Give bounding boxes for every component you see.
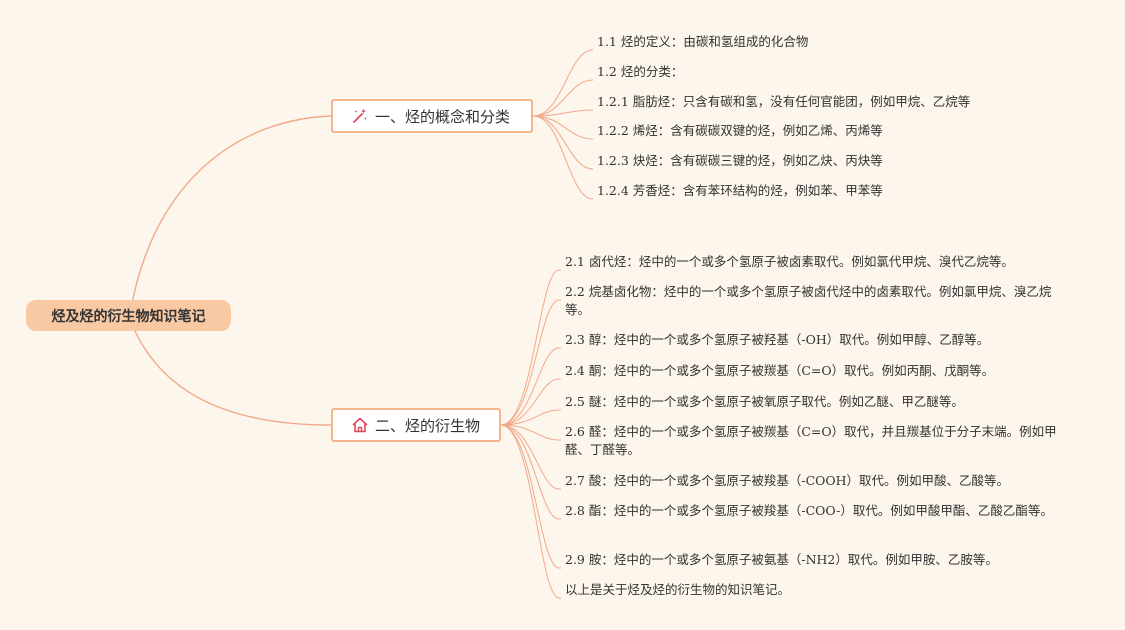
connector-line <box>500 424 560 599</box>
leaf-node[interactable]: 2.2 烷基卤化物：烃中的一个或多个氢原子被卤代烃中的卤素取代。例如氯甲烷、溴乙… <box>565 284 1052 317</box>
branch-hydrocarbon-concepts[interactable]: 一、烃的概念和分类 <box>331 99 533 133</box>
leaf-node[interactable]: 2.5 醚：烃中的一个或多个氢原子被氧原子取代。例如乙醚、甲乙醚等。 <box>565 394 964 409</box>
leaf-node[interactable]: 1.2.4 芳香烃：含有苯环结构的烃，例如苯、甲苯等 <box>597 183 883 198</box>
magic-wand-icon <box>351 107 369 125</box>
branch-hydrocarbon-derivatives[interactable]: 二、烃的衍生物 <box>331 408 501 442</box>
connector-line <box>532 49 594 117</box>
connector-line <box>532 79 594 117</box>
leaf-node[interactable]: 1.2 烃的分类： <box>597 64 684 79</box>
connector-line <box>129 115 332 316</box>
connector-line <box>500 424 560 490</box>
leaf-node[interactable]: 2.3 醇：烃中的一个或多个氢原子被羟基（-OH）取代。例如甲醇、乙醇等。 <box>565 332 990 347</box>
leaf-node[interactable]: 1.2.2 烯烃：含有碳碳双键的烃，例如乙烯、丙烯等 <box>597 123 883 138</box>
connector-line <box>129 319 332 426</box>
connector-line <box>500 409 560 426</box>
connector-line <box>500 378 560 426</box>
leaf-node[interactable]: 以上是关于烃及烃的衍生物的知识笔记。 <box>565 582 791 597</box>
connector-line <box>500 269 560 426</box>
leaf-node[interactable]: 1.2.3 炔烃：含有碳碳三键的烃，例如乙炔、丙炔等 <box>597 153 883 168</box>
leaf-node[interactable]: 1.2.1 脂肪烃：只含有碳和氢，没有任何官能团，例如甲烷、乙烷等 <box>597 94 971 109</box>
leaf-node[interactable]: 2.4 酮：烃中的一个或多个氢原子被羰基（C=O）取代。例如丙酮、戊酮等。 <box>565 363 995 378</box>
connector-line <box>500 299 560 426</box>
branch-label: 一、烃的概念和分类 <box>375 107 511 126</box>
connector-line <box>532 115 594 200</box>
connector-line <box>532 115 594 170</box>
connector-line <box>500 424 560 520</box>
branch-label: 二、烃的衍生物 <box>375 416 481 435</box>
leaf-node[interactable]: 2.1 卤代烃：烃中的一个或多个氢原子被卤素取代。例如氯代甲烷、溴代乙烷等。 <box>565 254 1014 269</box>
leaf-node[interactable]: 1.1 烃的定义：由碳和氢组成的化合物 <box>597 34 809 49</box>
root-topic[interactable]: 烃及烃的衍生物知识笔记 <box>26 300 231 331</box>
leaf-node[interactable]: 2.9 胺：烃中的一个或多个氢原子被氨基（-NH2）取代。例如甲胺、乙胺等。 <box>565 552 998 567</box>
home-icon <box>351 416 369 434</box>
connector-line <box>532 115 594 140</box>
connector-line <box>500 424 560 441</box>
leaf-node[interactable]: 2.6 醛：烃中的一个或多个氢原子被羰基（C=O）取代，并且羰基位于分子末端。例… <box>565 424 1057 457</box>
connector-line <box>500 347 560 426</box>
root-topic-label: 烃及烃的衍生物知识笔记 <box>51 308 206 325</box>
leaf-node[interactable]: 2.7 酸：烃中的一个或多个氢原子被羧基（-COOH）取代。例如甲酸、乙酸等。 <box>565 473 1010 488</box>
connector-line <box>500 424 560 569</box>
connector-line <box>532 109 594 117</box>
leaf-node[interactable]: 2.8 酯：烃中的一个或多个氢原子被羧基（-COO-）取代。例如甲酸甲酯、乙酸乙… <box>565 503 1053 518</box>
